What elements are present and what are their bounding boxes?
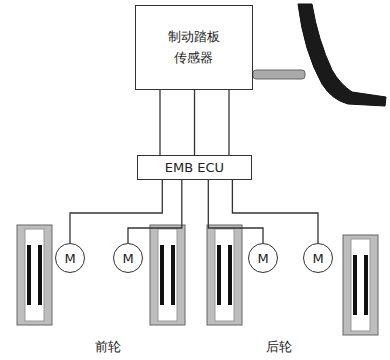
- motor-circle: M: [303, 243, 333, 273]
- brake-disc: [17, 225, 52, 325]
- motor-circle: M: [113, 243, 143, 273]
- wheel-label: 后轮: [266, 338, 292, 356]
- signal-wire: [228, 90, 229, 155]
- brake-disc: [343, 235, 378, 335]
- node-label: EMB ECU: [165, 160, 224, 175]
- node-label: M: [312, 251, 323, 266]
- node-label: 制动踏板传感器: [166, 27, 222, 69]
- node-label: M: [122, 251, 133, 266]
- signal-wire: [159, 90, 160, 155]
- signal-wire: [70, 180, 162, 243]
- motor-circle: M: [248, 243, 278, 273]
- signal-wire: [208, 180, 263, 243]
- sensor-box: 制动踏板传感器: [135, 5, 253, 90]
- ecu-box: EMB ECU: [137, 155, 252, 180]
- node-label: M: [64, 251, 75, 266]
- motor-circle: M: [55, 243, 85, 273]
- signal-wire: [194, 90, 195, 155]
- brake-pedal: [298, 4, 386, 106]
- brake-disc: [150, 225, 185, 325]
- node-label: M: [257, 251, 268, 266]
- signal-wire: [232, 180, 318, 243]
- brake-disc: [207, 225, 242, 325]
- wheel-label: 前轮: [95, 338, 121, 356]
- sensor-rod: [253, 70, 305, 79]
- signal-wire: [128, 180, 182, 243]
